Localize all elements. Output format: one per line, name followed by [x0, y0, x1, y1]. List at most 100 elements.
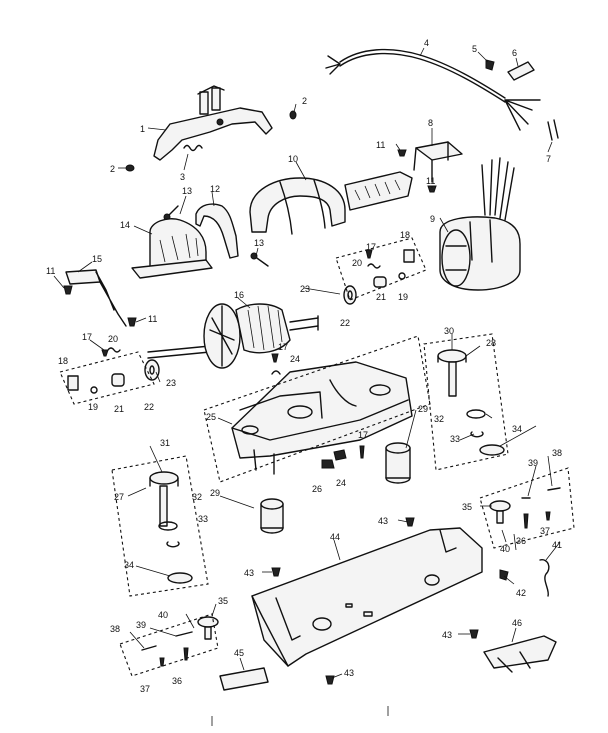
callout-21: 21 [376, 292, 386, 302]
callout-38: 38 [552, 448, 562, 458]
callout-30: 30 [444, 326, 454, 336]
part-20-spring-right [367, 263, 381, 269]
callout-35: 35 [218, 596, 228, 606]
part-35-clamp-left [197, 616, 219, 640]
part-43-screw-c [469, 629, 479, 639]
part-30-gear-right [437, 349, 467, 397]
callout-43: 43 [344, 668, 354, 678]
callout-44: 44 [330, 532, 340, 542]
callout-18: 18 [400, 230, 410, 240]
part-15-bracket [65, 269, 127, 327]
part-13-screw-b [250, 252, 269, 267]
callout-23: 23 [300, 284, 310, 294]
callout-35: 35 [462, 502, 472, 512]
part-13-screw-a [163, 205, 179, 221]
callout-42: 42 [516, 588, 526, 598]
part-17-screw-center [271, 353, 279, 363]
group-box-left-brush [59, 351, 155, 405]
callout-2: 2 [302, 96, 307, 106]
part-44-base-plate [251, 527, 483, 667]
part-46-blade-guard [483, 635, 557, 673]
callout-13: 13 [254, 238, 264, 248]
part-43-screw-b [271, 567, 281, 577]
callout-43: 43 [378, 516, 388, 526]
callout-11: 11 [426, 176, 435, 186]
callout-16: 16 [234, 290, 244, 300]
part-33-ring-right [470, 431, 484, 438]
callout-25: 25 [206, 412, 216, 422]
callout-26: 26 [312, 484, 322, 494]
callout-3: 3 [180, 172, 185, 182]
callout-17: 17 [366, 242, 376, 252]
part-33-ring-left [166, 541, 180, 548]
part-1-top-bracket [153, 85, 273, 161]
part-43-screw-a [405, 517, 415, 527]
part-26-nut [321, 459, 335, 469]
callout-39: 39 [528, 458, 538, 468]
callout-24: 24 [336, 478, 346, 488]
part-19-washer-right [398, 272, 406, 280]
part-20-spring-left [107, 347, 121, 353]
callout-17: 17 [82, 332, 92, 342]
part-5-clip [485, 59, 495, 71]
part-22-bearing-left [144, 359, 160, 381]
part-38-pin-left [141, 645, 157, 651]
part-17-screw-right [365, 249, 373, 259]
callout-4: 4 [424, 38, 429, 48]
part-17-screw-left [101, 349, 109, 357]
part-11-screw-d [127, 317, 137, 327]
part-21-bushing-left [111, 373, 125, 387]
callout-8: 8 [428, 118, 433, 128]
part-34-gear-right-small [479, 444, 505, 456]
callout-7: 7 [546, 154, 551, 164]
callout-34: 34 [512, 424, 522, 434]
part-6-sleeve [507, 61, 535, 81]
part-36-screw-right [523, 513, 529, 529]
callout-34: 34 [124, 560, 134, 570]
callout-45: 45 [234, 648, 244, 658]
callout-32: 32 [192, 492, 202, 502]
callout-36: 36 [172, 676, 182, 686]
callout-29: 29 [418, 404, 428, 414]
callout-20: 20 [108, 334, 118, 344]
part-7-terminals [547, 119, 559, 141]
callout-19: 19 [88, 402, 98, 412]
part-8-bracket [413, 141, 463, 183]
part-4-power-cord [325, 48, 541, 131]
part-22-bearing-right [343, 285, 357, 305]
callout-46: 46 [512, 618, 522, 628]
part-12-brush-holder [195, 203, 239, 259]
callout-22: 22 [144, 402, 154, 412]
part-32-washer-right [466, 409, 486, 419]
callout-14: 14 [120, 220, 130, 230]
part-29-bushing-left [260, 498, 284, 534]
callout-37: 37 [140, 684, 150, 694]
callout-11: 11 [376, 140, 385, 150]
part-31-gear-left [149, 471, 179, 527]
part-24-clip-lower [333, 449, 347, 461]
callout-33: 33 [198, 514, 208, 524]
callout-43: 43 [244, 568, 254, 578]
callout-38: 38 [110, 624, 120, 634]
part-11-screw-c [63, 285, 73, 295]
part-17-screw-lower [359, 445, 365, 459]
part-29-bushing-right [385, 442, 411, 484]
callout-43: 43 [442, 630, 452, 640]
callout-6: 6 [512, 48, 517, 58]
callout-15: 15 [92, 254, 102, 264]
callout-29: 29 [210, 488, 220, 498]
part-11-screw-a [397, 149, 407, 157]
callout-10: 10 [288, 154, 298, 164]
part-37-screw-left [159, 657, 165, 667]
callout-20: 20 [352, 258, 362, 268]
callout-11: 11 [148, 314, 157, 324]
part-10-housing-cover [249, 171, 413, 235]
leader-lines [53, 47, 561, 679]
callout-40: 40 [500, 544, 510, 554]
part-16-armature [147, 303, 319, 369]
callout-18: 18 [58, 356, 68, 366]
part-25-gear-housing [231, 361, 413, 475]
callout-19: 19 [398, 292, 408, 302]
part-38-pin-right [547, 487, 561, 491]
